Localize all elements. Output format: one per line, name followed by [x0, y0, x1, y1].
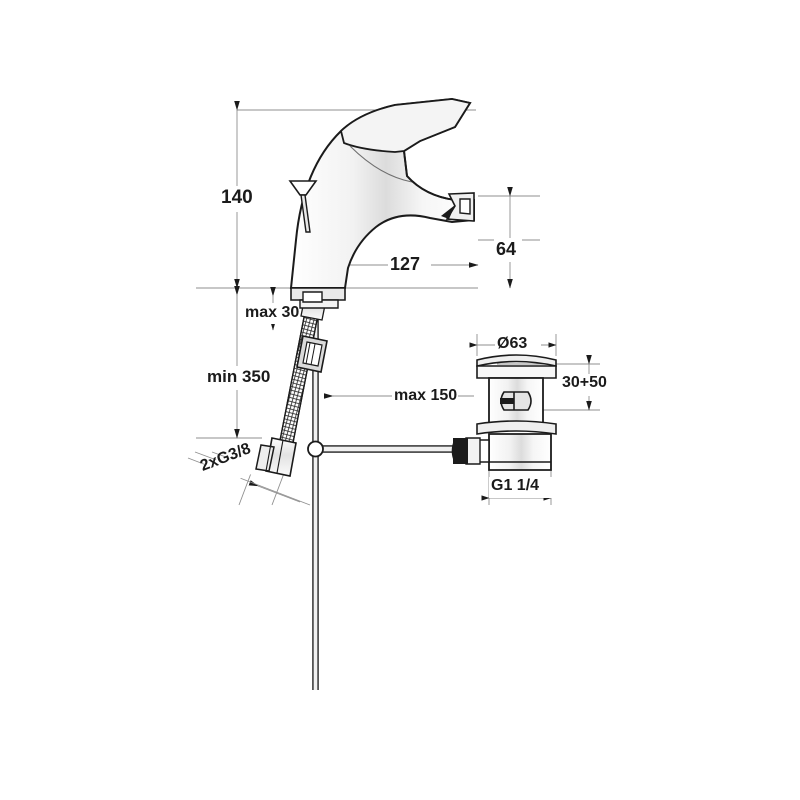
dimension-max-30 — [243, 287, 305, 331]
spout-outlet — [441, 192, 475, 222]
dimension-label-max-150: max 150 — [394, 387, 458, 404]
waste-overflow-slot — [500, 391, 532, 411]
dimension-label-min-350: min 350 — [207, 367, 271, 386]
pop-up-waste-assembly — [451, 354, 557, 471]
dimension-label-30-plus-50: 30+50 — [562, 374, 607, 391]
pop-up-rod-knob — [288, 180, 318, 233]
dimension-label-diameter-63: Ø63 — [497, 335, 528, 352]
waste-rod-inlet — [451, 437, 490, 465]
faucet-body — [288, 97, 475, 309]
dimension-max-150 — [324, 386, 474, 408]
dimension-label-140: 140 — [221, 187, 253, 208]
dimension-140 — [219, 101, 256, 289]
hose-nut-lower — [255, 437, 297, 477]
dimension-g1-1-4 — [481, 477, 552, 501]
dimension-label-127: 127 — [390, 254, 421, 274]
dimension-diameter-63 — [469, 335, 557, 356]
shank-threaded — [302, 291, 323, 303]
dimension-label-64: 64 — [496, 239, 517, 259]
hose-clamp — [296, 335, 328, 373]
dimension-64 — [494, 187, 522, 289]
dimension-2xg38 — [187, 443, 311, 506]
dimension-label-g1-1-4: G1 1/4 — [491, 477, 540, 494]
dimension-30-plus-50 — [560, 355, 620, 411]
lift-rod-assembly — [307, 318, 478, 690]
dimension-min-350 — [205, 286, 270, 439]
flexible-hose — [255, 291, 328, 477]
dimension-label-max-30: max 30 — [245, 304, 300, 321]
dimension-127 — [318, 254, 479, 277]
